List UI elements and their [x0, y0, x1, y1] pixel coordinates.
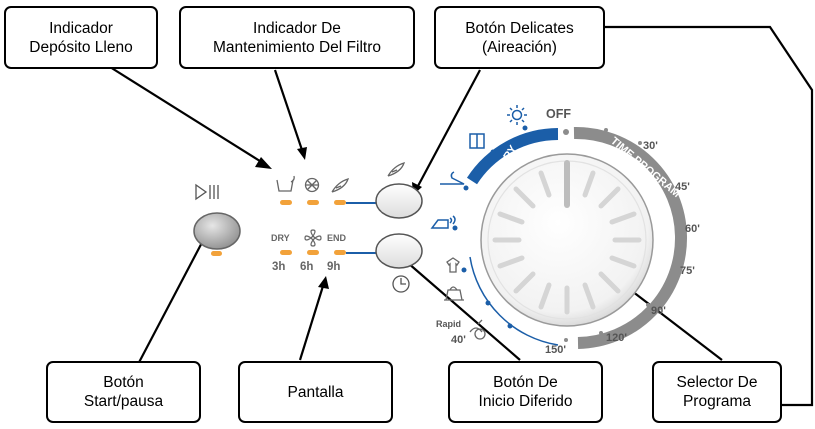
callout-selector-line2: Programa: [682, 393, 752, 410]
off-label: OFF: [546, 107, 571, 121]
display-leds: [280, 250, 346, 255]
callout-delicates-line2: (Aireación): [482, 38, 557, 56]
display-dry: DRY: [271, 233, 290, 243]
knob-ridges: [492, 165, 642, 315]
play-pause-icon: [195, 183, 219, 201]
callout-display-line1: Pantalla: [287, 383, 344, 401]
fan-icon: [304, 229, 322, 247]
tank-icon: [276, 175, 295, 192]
callout-filter: Indicador De Mantenimiento Del Filtro: [179, 6, 415, 69]
start-pause-button[interactable]: [193, 212, 241, 250]
auto-dry-ring: [466, 128, 559, 185]
callout-selector: Selector De Programa: [652, 361, 782, 423]
delicates-feather-icon: [387, 162, 406, 177]
callout-filter-line2: Mantenimiento Del Filtro: [213, 38, 381, 56]
callout-full-tank-line2: Depósito Lleno: [29, 38, 133, 56]
callout-delay-line2: Inicio Diferido: [478, 393, 573, 410]
indicator-leds: [280, 200, 346, 205]
callout-start-line2: Start/pausa: [83, 393, 164, 410]
feather-icon: [331, 178, 350, 193]
rapid-time-label: 40': [451, 334, 466, 346]
rapid-clock-icon: [474, 328, 486, 340]
mark-75: 75': [680, 265, 695, 277]
callout-display: Pantalla: [238, 361, 393, 423]
wash-icon: [444, 286, 464, 301]
mark-90: 90': [651, 305, 666, 317]
display-9h: 9h: [327, 261, 340, 273]
start-led: [211, 251, 222, 256]
callout-filter-line1: Indicador De: [253, 19, 341, 37]
callout-delicates: Botón Delicates (Aireación): [434, 6, 605, 69]
shirt-icon: [446, 257, 460, 273]
indicator-icons: [276, 175, 350, 193]
callout-start: Botón Start/pausa: [46, 361, 201, 423]
callout-full-tank: Indicador Depósito Lleno: [4, 6, 158, 69]
hanger-icon: [440, 171, 465, 185]
display-end: END: [327, 233, 347, 243]
display-6h: 6h: [300, 261, 313, 273]
rapid-label: Rapid: [436, 319, 461, 329]
callout-delicates-line1: Botón Delicates: [465, 19, 574, 37]
delay-start-button[interactable]: [375, 233, 423, 269]
display-3h: 3h: [272, 261, 285, 273]
callout-delay-line1: Botón De: [493, 374, 558, 391]
callout-leaders: [109, 25, 814, 407]
mark-150: 150': [545, 344, 566, 356]
mark-120: 120': [606, 332, 627, 344]
delicates-button[interactable]: [375, 183, 423, 219]
time-dots: [564, 128, 680, 342]
callout-delay: Botón De Inicio Diferido: [448, 361, 603, 423]
callout-full-tank-line1: Indicador: [49, 19, 113, 37]
auto-dry-thin-arc: [469, 256, 559, 346]
callout-selector-line1: Selector De: [676, 374, 758, 391]
display: DRY END: [271, 229, 347, 247]
dry-dots: [452, 125, 528, 329]
mark-60: 60': [685, 223, 700, 235]
time-program-ring: [573, 126, 687, 349]
callout-start-line1: Botón: [103, 374, 144, 391]
clock-icon: [392, 275, 410, 293]
start-pause-group: [193, 183, 241, 256]
cupboard-icon: [469, 133, 485, 149]
rapid-icon: [469, 319, 483, 333]
iron-icon: [430, 215, 456, 229]
sun-icon: [507, 105, 527, 125]
mark-30: 30': [643, 140, 658, 152]
mark-45: 45': [675, 181, 690, 193]
filter-icon: [304, 177, 320, 193]
